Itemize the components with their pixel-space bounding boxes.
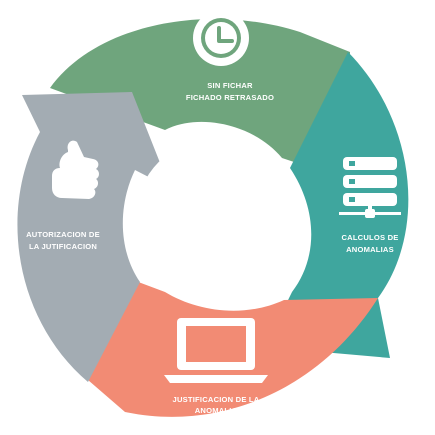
label-justificacion-line-2: ANOMALIA bbox=[195, 406, 238, 415]
segment-sin-fichar-arrow bbox=[50, 18, 350, 180]
label-justificacion-line-1: JUSTIFICACION DE LA bbox=[173, 395, 260, 404]
label-autorizacion-line-2: LA JUTIFICACION bbox=[29, 242, 97, 251]
label-calculos-line-1: CALCULOS DE bbox=[341, 233, 398, 242]
server-network-icon bbox=[339, 157, 401, 218]
label-autorizacion: AUTORIZACION DE LA JUTIFICACION bbox=[26, 230, 100, 251]
thumbs-up-icon bbox=[52, 140, 99, 199]
label-calculos: CALCULOS DE ANOMALIAS bbox=[341, 233, 398, 254]
segment-calculos-arrow bbox=[265, 52, 409, 358]
label-sin-fichar-line-1: SIN FICHAR bbox=[207, 81, 253, 90]
clock-icon bbox=[193, 10, 249, 66]
label-sin-fichar: SIN FICHAR FICHADO RETRASADO bbox=[186, 81, 274, 102]
segment-autorizacion-arrow bbox=[17, 92, 171, 382]
center-hole bbox=[136, 139, 292, 295]
laptop-icon bbox=[164, 318, 268, 383]
label-justificacion: JUSTIFICACION DE LA ANOMALIA bbox=[173, 395, 260, 415]
label-autorizacion-line-1: AUTORIZACION DE bbox=[26, 230, 100, 239]
label-sin-fichar-line-2: FICHADO RETRASADO bbox=[186, 93, 274, 102]
label-calculos-line-2: ANOMALIAS bbox=[346, 245, 394, 254]
